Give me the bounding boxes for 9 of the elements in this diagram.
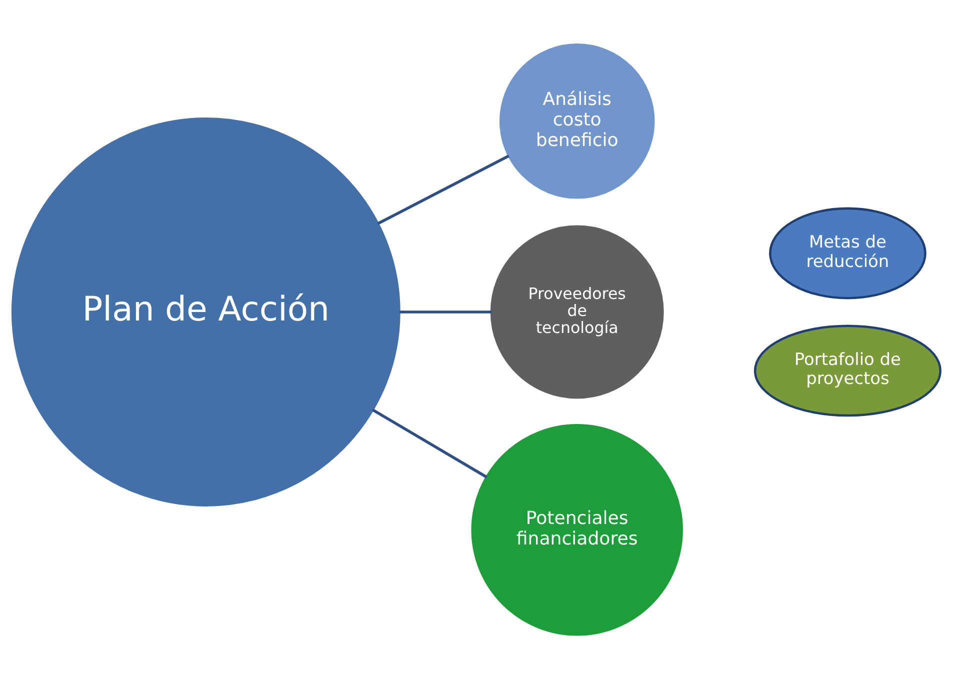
node-ellipse: Metas de reducción	[769, 206, 926, 299]
node-ellipse: Portafolio de proyectos	[754, 324, 942, 416]
node-circle: Proveedores de tecnología	[490, 224, 664, 398]
connector	[372, 408, 488, 478]
node-circle: Potenciales financiadores	[471, 424, 683, 636]
node-circle: Análisis costo beneficio	[499, 43, 655, 198]
connector	[377, 154, 510, 224]
node-circle: Plan de Acción	[11, 117, 400, 506]
connector	[400, 310, 492, 313]
